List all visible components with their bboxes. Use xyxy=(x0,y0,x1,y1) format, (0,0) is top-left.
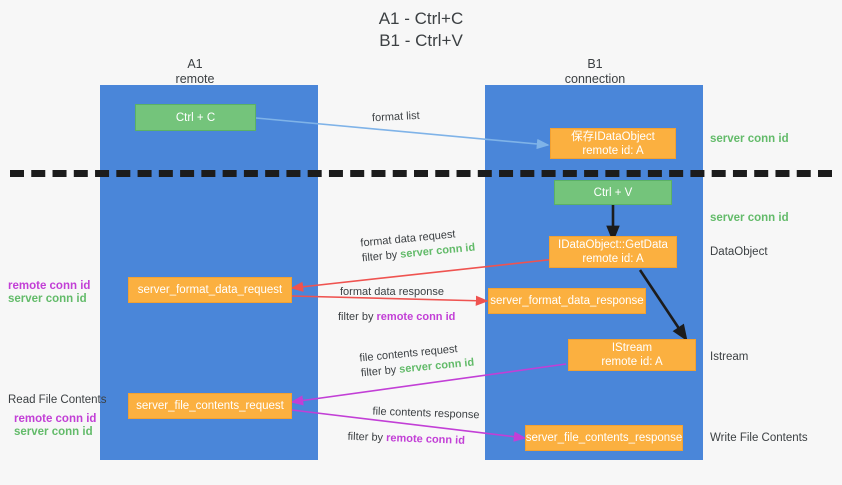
annotation-server-conn-id-mid: server conn id xyxy=(710,212,789,224)
page-title: A1 - Ctrl+C B1 - Ctrl+V xyxy=(0,8,842,52)
box-save-idataobject-line2: remote id: A xyxy=(582,144,644,157)
box-idataobject-getdata-line1: IDataObject::GetData xyxy=(558,239,668,251)
filter-prefix: filter by xyxy=(360,363,400,380)
edge-label-file-contents-response-filter: filter by remote conn id xyxy=(347,430,478,450)
box-server-file-contents-request-label: server_file_contents_request xyxy=(136,400,284,412)
edge-label-format-data-response-line1: format data response xyxy=(340,286,444,298)
box-istream[interactable]: IStream remote id: A xyxy=(568,339,696,371)
annotation-istream: Istream xyxy=(710,351,749,363)
box-server-format-data-request-label: server_format_data_request xyxy=(137,284,283,296)
annotation-remote-conn-id-1: remote conn id xyxy=(8,280,91,292)
box-server-format-data-response-label: server_format_data_response xyxy=(490,295,644,307)
box-server-file-contents-response[interactable]: server_file_contents_response xyxy=(525,425,683,451)
edge-label-file-contents-request: file contents request filter by server c… xyxy=(359,341,475,382)
annotation-remote-conn-id-2: remote conn id xyxy=(14,413,97,425)
annotation-read-file-contents: Read File Contents xyxy=(8,394,107,406)
edge-label-file-contents-response: file contents response filter by remote … xyxy=(347,404,479,450)
title-line-2: B1 - Ctrl+V xyxy=(379,31,463,50)
phase-divider xyxy=(10,170,832,177)
box-istream-line2: remote id: A xyxy=(601,356,663,368)
column-a1-sub: remote xyxy=(175,72,215,86)
box-ctrl-v-label: Ctrl + V xyxy=(593,186,633,199)
box-server-format-data-response[interactable]: server_format_data_response xyxy=(488,288,646,314)
column-header-a1: A1 remote xyxy=(130,57,260,87)
box-ctrl-v[interactable]: Ctrl + V xyxy=(554,180,672,205)
annotation-server-conn-id-2: server conn id xyxy=(14,426,93,438)
annotation-server-conn-id-top: server conn id xyxy=(710,133,789,145)
filter-prefix: filter by xyxy=(347,430,387,445)
column-a1-name: A1 xyxy=(187,57,203,71)
box-save-idataobject-line1: 保存IDataObject xyxy=(571,130,655,143)
box-idataobject-getdata[interactable]: IDataObject::GetData remote id: A xyxy=(549,236,677,268)
column-b1-sub: connection xyxy=(564,72,626,86)
edge-label-format-list: format list xyxy=(371,109,420,125)
edge-label-format-data-request: format data request filter by server con… xyxy=(360,226,476,267)
edge-label-format-data-response-filter: filter by remote conn id xyxy=(338,310,455,325)
edge-label-file-contents-response-line1: file contents response xyxy=(372,405,480,422)
box-server-format-data-request[interactable]: server_format_data_request xyxy=(128,277,292,303)
filter-key-remote-conn-id: remote conn id xyxy=(376,311,456,323)
annotation-write-file-contents: Write File Contents xyxy=(710,432,808,444)
column-header-b1: B1 connection xyxy=(525,57,665,87)
column-b1-name: B1 xyxy=(587,57,603,71)
filter-prefix: filter by xyxy=(338,311,377,323)
title-line-1: A1 - Ctrl+C xyxy=(378,9,464,28)
box-ctrl-c-label: Ctrl + C xyxy=(175,111,216,124)
box-save-idataobject[interactable]: 保存IDataObject remote id: A xyxy=(550,128,676,159)
filter-prefix: filter by xyxy=(361,248,401,265)
edge-label-format-data-response: format data response filter by remote co… xyxy=(338,285,455,325)
filter-key-remote-conn-id: remote conn id xyxy=(385,432,466,447)
annotation-server-conn-id-1: server conn id xyxy=(8,293,87,305)
box-server-file-contents-response-label: server_file_contents_response xyxy=(525,432,683,444)
annotation-dataobject: DataObject xyxy=(710,246,768,258)
box-idataobject-getdata-line2: remote id: A xyxy=(582,253,644,265)
box-istream-line1: IStream xyxy=(611,342,653,354)
box-ctrl-c[interactable]: Ctrl + C xyxy=(135,104,256,131)
box-server-file-contents-request[interactable]: server_file_contents_request xyxy=(128,393,292,419)
